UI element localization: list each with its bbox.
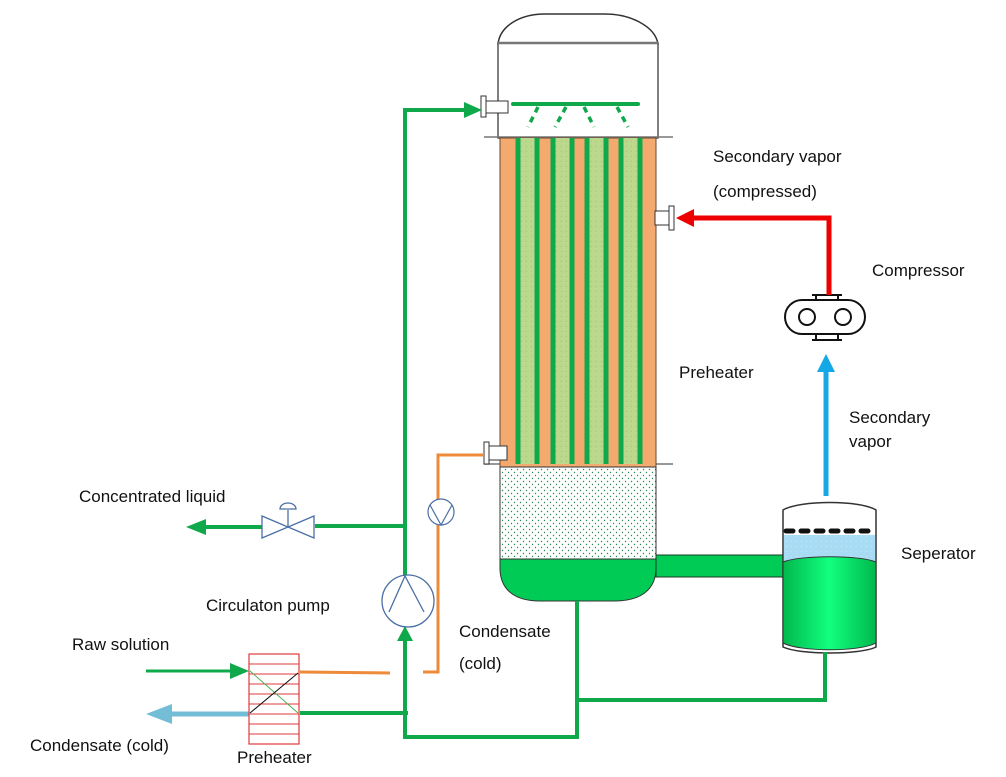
condensate-pump	[427, 498, 455, 527]
vapor-chamber	[499, 466, 657, 560]
top-inlet-arrowhead	[464, 102, 482, 118]
condensate-outlet-nozzle	[483, 441, 508, 465]
raw-solution-arrowhead	[230, 663, 249, 679]
separator-connection-pipe	[655, 554, 785, 578]
label-secondary-vapor-compressed-1: Secondary vapor	[713, 147, 842, 166]
label-secondary-vapor-2: vapor	[849, 432, 892, 451]
control-valve	[261, 502, 315, 539]
evaporator	[480, 13, 675, 602]
label-secondary-vapor-1: Secondary	[849, 408, 931, 427]
circulation-lines	[193, 108, 827, 739]
tube	[585, 138, 608, 464]
label-condensate-cold-out: Condensate (cold)	[30, 736, 169, 755]
label-separator: Seperator	[901, 544, 976, 563]
secondary-vapor-arrowhead	[817, 354, 835, 372]
tube	[551, 138, 574, 464]
compressor	[784, 294, 866, 341]
concentrated-liquid-arrowhead	[186, 519, 206, 535]
condensate-out-arrowhead	[146, 704, 172, 724]
label-circulation-pump: Circulaton pump	[206, 596, 330, 615]
evaporator-dome	[497, 13, 659, 45]
label-concentrated-liquid: Concentrated liquid	[79, 487, 225, 506]
label-compressor: Compressor	[872, 261, 965, 280]
label-raw-solution: Raw solution	[72, 635, 169, 654]
tube	[516, 138, 539, 464]
compressed-vapor-arrowhead	[676, 209, 694, 227]
evaporator-top-chamber	[497, 42, 659, 139]
top-inlet-nozzle	[480, 95, 509, 118]
label-preheater-main: Preheater	[679, 363, 754, 382]
circulation-pump	[381, 574, 435, 628]
condensate-line	[299, 453, 484, 675]
label-secondary-vapor-compressed-2: (compressed)	[713, 182, 817, 201]
evaporator-bottom-liquid	[499, 558, 657, 602]
label-condensate-cold-2: (cold)	[459, 654, 502, 673]
separator-liquid	[782, 556, 877, 651]
label-preheater-small: Preheater	[237, 748, 312, 767]
steam-inlet-nozzle	[654, 205, 675, 231]
separator	[782, 501, 877, 654]
compressed-vapor-line	[690, 215, 832, 295]
plate-preheater	[248, 653, 300, 745]
pump-inlet-arrowhead	[397, 626, 413, 641]
spray-lines	[526, 106, 630, 128]
tube	[619, 138, 642, 464]
tube-bundle	[515, 138, 643, 464]
label-condensate-cold-1: Condensate	[459, 622, 551, 641]
